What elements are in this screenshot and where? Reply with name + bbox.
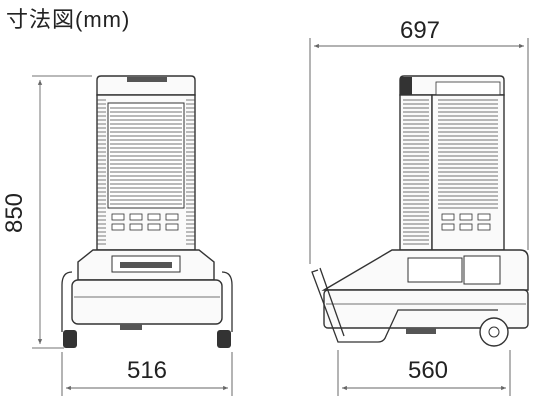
side-width-dimension: 560 — [408, 357, 448, 384]
diagram-title: 寸法図(mm) — [6, 7, 131, 32]
height-dimension: 850 — [1, 193, 28, 233]
front-width-dimension: 516 — [127, 357, 167, 384]
side-view — [311, 75, 529, 347]
front-view — [61, 75, 233, 348]
side-depth-dimension: 697 — [400, 17, 440, 44]
